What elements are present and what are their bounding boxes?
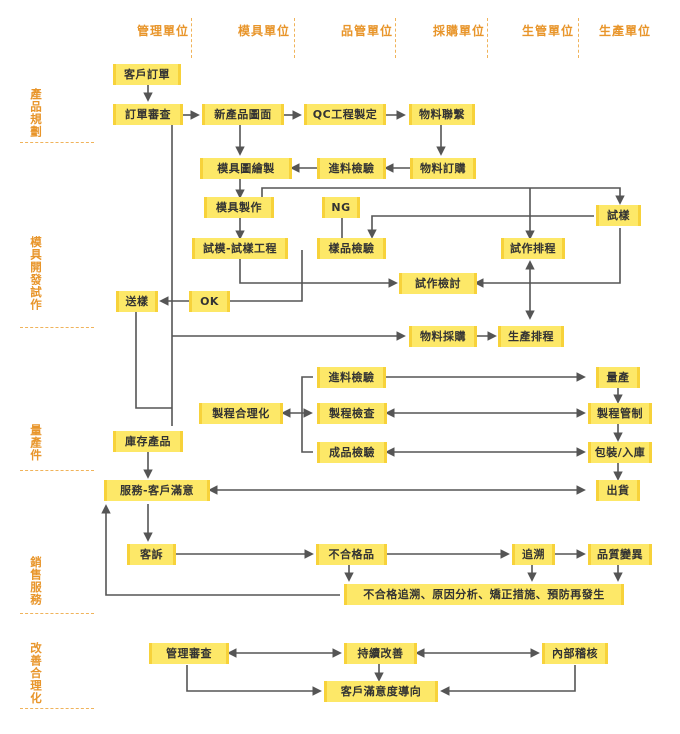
node-inventory: 庫存產品 [113,431,183,452]
dept-purchasing: 採購單位 [433,24,486,38]
phase-planning: 產品規劃 [29,88,43,138]
phase-divider [20,327,94,328]
dept-production-mgmt: 生管單位 [522,24,575,38]
arrow-sample-to-review [474,228,621,288]
node-service: 服務-客戶滿意 [104,480,210,501]
arrow-corrective-to-service [101,504,340,596]
phase-divider [20,142,94,143]
arrow-sample-to-inspection [367,215,594,239]
node-qc-process: QC工程製定 [304,104,386,125]
node-finished-inspection: 成品檢驗 [317,442,387,463]
line-rationalization-branch [301,376,313,453]
phase-improvement: 改善合理化 [29,642,43,705]
node-send-sample: 送樣 [116,291,158,312]
node-ng: NG [322,197,360,218]
node-nonconforming: 不合格品 [316,544,387,565]
node-trial-review: 試作檢討 [399,273,477,294]
node-material-order: 物料訂購 [410,158,476,179]
node-material-liaison: 物料聯繫 [409,104,475,125]
node-customer-order: 客戶訂單 [113,64,181,85]
phase-sales-service: 銷售服務 [29,556,43,606]
node-incoming-inspection-mass: 進料檢驗 [317,367,386,388]
node-internal-audit: 內部稽核 [542,643,608,664]
node-quality-change: 品質變異 [588,544,652,565]
arrow-review-to-satisfaction [186,665,322,696]
node-continuous-improvement: 持續改善 [344,643,417,664]
node-ok: OK [189,291,230,312]
node-shipment: 出貨 [596,480,640,501]
arrow-audit-to-satisfaction [440,665,576,696]
node-trial-schedule: 試作排程 [501,238,565,259]
node-mold-drawing: 模具圖繪製 [200,158,292,179]
column-divider [487,18,488,58]
phase-divider [20,470,94,471]
line-inspection-to-ok [230,250,303,302]
node-trial-mold: 試模-試樣工程 [192,238,288,259]
node-complaint: 客訴 [127,544,176,565]
node-new-product-drawing: 新產品圖面 [202,104,284,125]
node-mold-making: 模具製作 [204,197,274,218]
phase-divider [20,613,94,614]
node-trial-sample: 試樣 [596,205,641,226]
node-order-review: 訂單審查 [113,104,183,125]
dept-mold: 模具單位 [238,24,291,38]
node-incoming-inspection: 進料檢驗 [317,158,386,179]
node-corrective-action: 不合格追溯、原因分析、矯正措施、預防再發生 [344,584,624,605]
phase-mass-production: 量產件 [29,424,43,462]
node-customer-satisfaction: 客戶滿意度導向 [324,681,438,702]
column-divider [395,18,396,58]
dept-management: 管理單位 [137,24,190,38]
node-process-rationalization: 製程合理化 [199,403,283,424]
phase-mold-dev: 模具開發試作 [29,236,43,311]
column-divider [191,18,192,58]
line-making-to-sample [261,187,625,205]
node-management-review: 管理審查 [149,643,229,664]
node-process-control: 製程管制 [588,403,652,424]
node-trace: 追溯 [512,544,555,565]
dept-quality: 品管單位 [341,24,394,38]
arrow-trial-to-review [239,258,398,288]
node-packing: 包裝/入庫 [588,442,652,463]
column-divider [578,18,579,58]
column-divider [294,18,295,58]
node-process-inspection: 製程檢查 [317,403,387,424]
node-material-purchase: 物料採購 [409,326,477,347]
line-send-sample [135,312,172,409]
dept-production: 生產單位 [599,24,652,38]
phase-divider [20,708,94,709]
node-production-schedule: 生產排程 [498,326,564,347]
node-mass-produce: 量產 [596,367,640,388]
node-sample-inspection: 樣品檢驗 [317,238,386,259]
